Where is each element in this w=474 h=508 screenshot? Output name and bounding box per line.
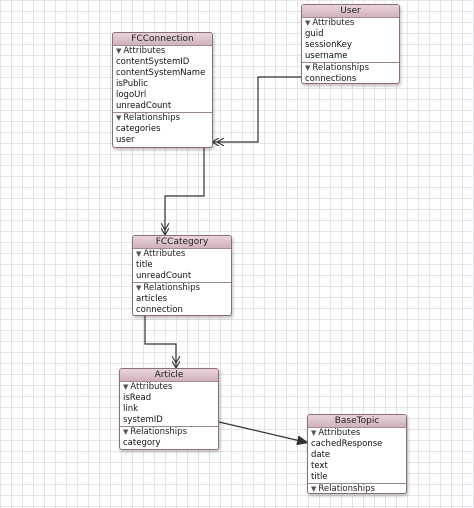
relationship-row[interactable]: articles xyxy=(136,294,168,304)
disclosure-triangle-icon[interactable]: ▼ xyxy=(305,64,311,72)
attribute-row[interactable]: unreadCount xyxy=(136,271,192,281)
entity-title: FCConnection xyxy=(113,33,212,46)
entity-basetopic[interactable]: BaseTopic ▼Attributes cachedResponse dat… xyxy=(307,414,407,494)
disclosure-triangle-icon[interactable]: ▼ xyxy=(136,284,142,292)
attribute-row[interactable]: contentSystemName xyxy=(116,68,206,78)
relationships-header[interactable]: ▼Relationships xyxy=(133,282,231,294)
entity-title: User xyxy=(302,5,399,18)
entity-title: Article xyxy=(120,369,218,382)
disclosure-triangle-icon[interactable]: ▼ xyxy=(311,429,317,437)
disclosure-triangle-icon[interactable]: ▼ xyxy=(123,428,129,436)
disclosure-triangle-icon[interactable]: ▼ xyxy=(116,47,122,55)
entity-fcconnection[interactable]: FCConnection ▼Attributes contentSystemID… xyxy=(112,32,213,148)
relationship-row[interactable]: connections xyxy=(305,74,357,84)
entity-fccategory[interactable]: FCCategory ▼Attributes title unreadCount… xyxy=(132,235,232,316)
disclosure-triangle-icon[interactable]: ▼ xyxy=(311,485,317,493)
attribute-row[interactable]: guid xyxy=(305,29,324,39)
relationships-header[interactable]: ▼Relationships xyxy=(113,112,212,124)
attribute-row[interactable]: unreadCount xyxy=(116,101,172,111)
relationships-header[interactable]: ▼Relationships xyxy=(302,62,399,74)
attribute-row[interactable]: isPublic xyxy=(116,79,148,89)
entity-title: FCCategory xyxy=(133,236,231,249)
attribute-row[interactable]: title xyxy=(311,472,328,482)
relationship-row[interactable]: category xyxy=(123,438,161,448)
attribute-row[interactable]: systemID xyxy=(123,415,163,425)
attribute-row[interactable]: contentSystemID xyxy=(116,57,190,67)
attributes-header[interactable]: ▼Attributes xyxy=(305,18,355,28)
disclosure-triangle-icon[interactable]: ▼ xyxy=(116,114,122,122)
disclosure-triangle-icon[interactable]: ▼ xyxy=(123,383,129,391)
entity-article[interactable]: Article ▼Attributes isRead link systemID… xyxy=(119,368,219,450)
attributes-header[interactable]: ▼Attributes xyxy=(136,249,186,259)
entity-user[interactable]: User ▼Attributes guid sessionKey usernam… xyxy=(301,4,400,84)
attributes-header[interactable]: ▼Attributes xyxy=(123,382,173,392)
disclosure-triangle-icon[interactable]: ▼ xyxy=(305,19,311,27)
edge-fcconnection-fccategory xyxy=(165,148,204,235)
attribute-row[interactable]: cachedResponse xyxy=(311,439,383,449)
relationships-header[interactable]: ▼Relationships xyxy=(120,426,218,438)
relationships-header[interactable]: ▼Relationships xyxy=(308,483,406,493)
attributes-header[interactable]: ▼Attributes xyxy=(116,46,166,56)
attribute-row[interactable]: text xyxy=(311,461,328,471)
attribute-row[interactable]: isRead xyxy=(123,393,152,403)
attributes-header[interactable]: ▼Attributes xyxy=(311,428,361,438)
attribute-row[interactable]: title xyxy=(136,260,153,270)
attribute-row[interactable]: sessionKey xyxy=(305,40,352,50)
disclosure-triangle-icon[interactable]: ▼ xyxy=(136,250,142,258)
attribute-row[interactable]: logoUrl xyxy=(116,90,147,100)
edge-article-basetopic xyxy=(218,421,310,446)
relationship-row[interactable]: categories xyxy=(116,124,161,134)
attribute-row[interactable]: date xyxy=(311,450,331,460)
edge-fccategory-article xyxy=(145,316,176,368)
attribute-row[interactable]: link xyxy=(123,404,139,414)
entity-title: BaseTopic xyxy=(308,415,406,428)
relationship-row[interactable]: connection xyxy=(136,305,183,315)
relationship-row[interactable]: user xyxy=(116,135,135,145)
attribute-row[interactable]: username xyxy=(305,51,348,61)
edge-user-fcconnection xyxy=(212,77,301,142)
